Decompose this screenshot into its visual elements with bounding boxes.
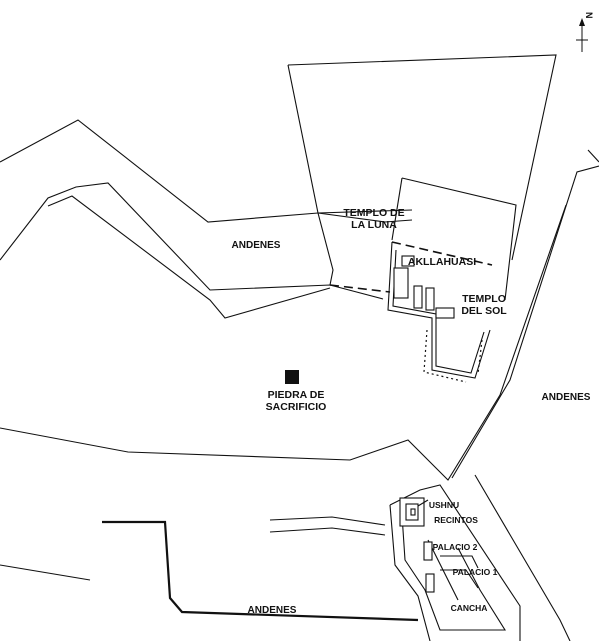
label-andenes-west: ANDENES — [232, 240, 281, 251]
south-terraces — [0, 520, 419, 622]
ushnu-sector — [269, 484, 521, 641]
central-plaza — [0, 149, 599, 641]
label-piedra-1: PIEDRA DE — [268, 389, 325, 401]
label-templo-sol-2: DEL SOL — [461, 305, 507, 317]
label-piedra-2: SACRIFICIO — [266, 401, 327, 413]
label-palacio-2: PALACIO 2 — [433, 542, 478, 552]
templo-luna-enclosure — [287, 54, 557, 286]
label-templo-sol-1: TEMPLO — [462, 293, 506, 305]
label-recintos: RECINTOS — [434, 515, 478, 525]
label-templo-luna-2: LA LUNA — [351, 219, 397, 231]
label-templo-luna-1: TEMPLO DE — [343, 207, 404, 219]
label-palacio-1: PALACIO 1 — [453, 567, 498, 577]
label-cancha: CANCHA — [451, 603, 488, 613]
label-andenes-east: ANDENES — [542, 392, 591, 403]
label-ushnu: USHNU — [429, 500, 459, 510]
piedra-sacrificio-marker — [285, 370, 299, 384]
north-label: N — [584, 12, 594, 19]
north-arrow-icon — [576, 18, 588, 52]
akllahuasi-compound — [329, 177, 517, 383]
label-akllahuasi: AKLLAHUASI — [408, 256, 476, 268]
label-andenes-south: ANDENES — [248, 605, 297, 616]
